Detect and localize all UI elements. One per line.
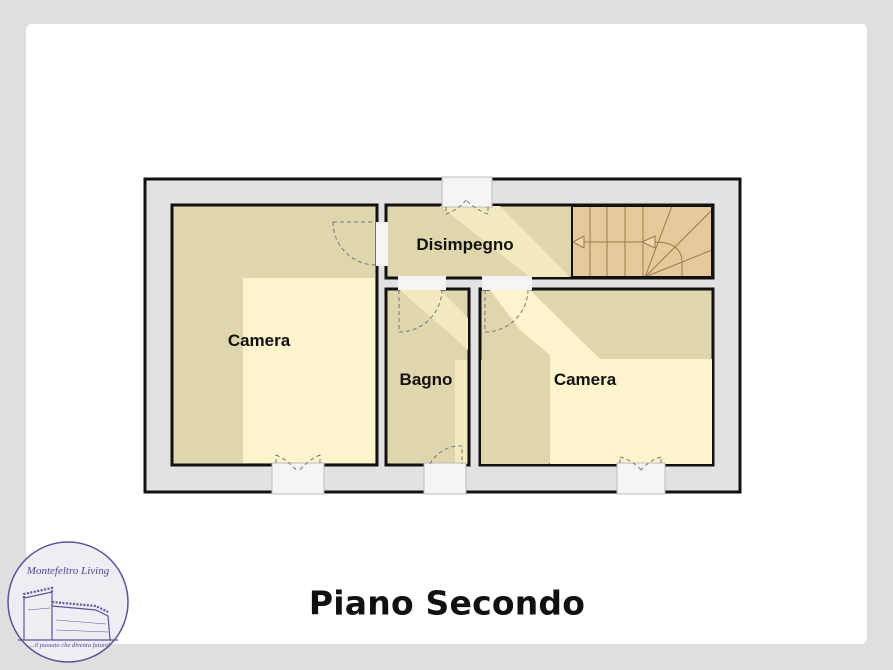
window-disimpegno (441, 176, 493, 208)
window-swing-camera-2 (619, 456, 662, 471)
window-camera-2 (616, 462, 666, 495)
room-camera-1 (170, 203, 379, 467)
room-label-camera-2: Camera (553, 370, 617, 389)
doors (376, 222, 532, 290)
door-camera-1 (376, 222, 388, 266)
room-label-disimpegno: Disimpegno (416, 235, 514, 254)
window-swing-camera-1 (275, 454, 321, 473)
logo-brand-name: Montefeltro Living (26, 565, 110, 577)
room-label-bagno: Bagno (399, 370, 453, 389)
montefeltro-living-logo (7, 541, 129, 663)
room-label-camera-1: Camera (227, 331, 291, 350)
windows (271, 176, 666, 495)
door-camera-2 (482, 276, 532, 290)
window-swing-disimpegno (445, 199, 489, 215)
floor-title: Piano Secondo (308, 583, 586, 623)
door-swing-camera-1 (332, 221, 377, 266)
door-swing-bagno (398, 289, 443, 333)
door-swing-camera-2 (484, 289, 529, 333)
castle-icon (18, 586, 118, 641)
logo-tagline: ...il passato che diventa futuro! (29, 642, 111, 649)
window-bagno (423, 462, 467, 495)
door-bagno (398, 276, 446, 290)
door-swing-bagno-window (429, 445, 463, 465)
staircase (571, 205, 713, 278)
room-bagno (384, 287, 471, 467)
window-camera-1 (271, 462, 325, 495)
room-camera-2 (478, 287, 715, 467)
